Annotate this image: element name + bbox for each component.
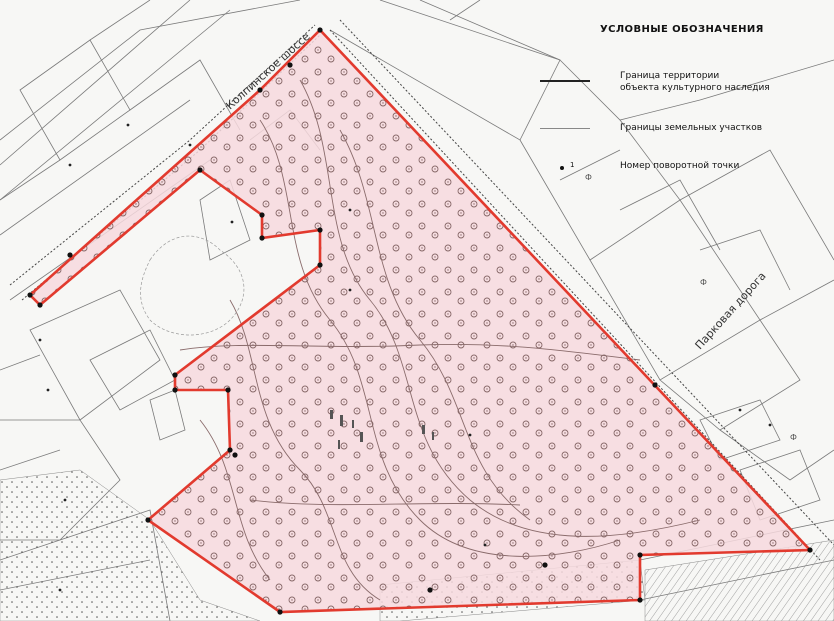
turning-point xyxy=(37,302,43,308)
parcel-label: Ф xyxy=(700,278,707,287)
legend-title: УСЛОВНЫЕ ОБОЗНАЧЕНИЯ xyxy=(600,24,764,35)
turning-point xyxy=(542,562,548,568)
turning-point xyxy=(172,387,178,393)
turning-point xyxy=(287,62,293,68)
legend-item-heritage-boundary: Граница территории объекта культурного н… xyxy=(540,71,830,102)
turning-point xyxy=(427,587,433,593)
turning-point xyxy=(145,517,151,523)
turning-point xyxy=(257,87,263,93)
turning-point xyxy=(67,252,73,258)
turning-point xyxy=(259,212,265,218)
turning-point xyxy=(317,227,323,233)
turning-point xyxy=(172,372,178,378)
turning-point xyxy=(197,167,203,173)
turning-point xyxy=(259,235,265,241)
legend-item-parcel-boundaries: Границы земельных участков xyxy=(540,122,830,152)
excluded-area-outline xyxy=(140,235,245,336)
turning-point xyxy=(807,547,813,553)
contour-lines xyxy=(179,79,701,601)
turning-point xyxy=(637,552,643,558)
parcel-label: Ф xyxy=(585,173,592,182)
turning-point-dot-icon xyxy=(560,166,564,170)
thin-gray-line-icon xyxy=(540,128,590,129)
turning-point xyxy=(317,262,323,268)
dotted-zone-left xyxy=(0,469,261,621)
legend-item-turning-point: 1 Номер поворотной точки xyxy=(540,160,830,190)
turning-point xyxy=(277,609,283,615)
turning-points xyxy=(27,27,813,615)
legend-label: Границы земельных участков xyxy=(620,123,763,133)
parcel-label: Ф xyxy=(790,433,797,442)
turning-point xyxy=(637,597,643,603)
dense-tree-cluster xyxy=(330,410,434,449)
legend-label: Граница территории xyxy=(620,71,720,81)
legend-label: Номер поворотной точки xyxy=(620,161,740,171)
turning-point xyxy=(227,447,233,453)
legend-label: объекта культурного наследия xyxy=(620,83,770,93)
turning-point xyxy=(317,27,323,33)
turning-point xyxy=(225,387,231,393)
turning-point xyxy=(27,292,33,298)
elevation-marks xyxy=(38,123,772,592)
turning-point xyxy=(652,382,658,388)
turning-point xyxy=(232,452,238,458)
legend-marker-number: 1 xyxy=(570,161,575,169)
thick-black-line-icon xyxy=(540,80,590,82)
